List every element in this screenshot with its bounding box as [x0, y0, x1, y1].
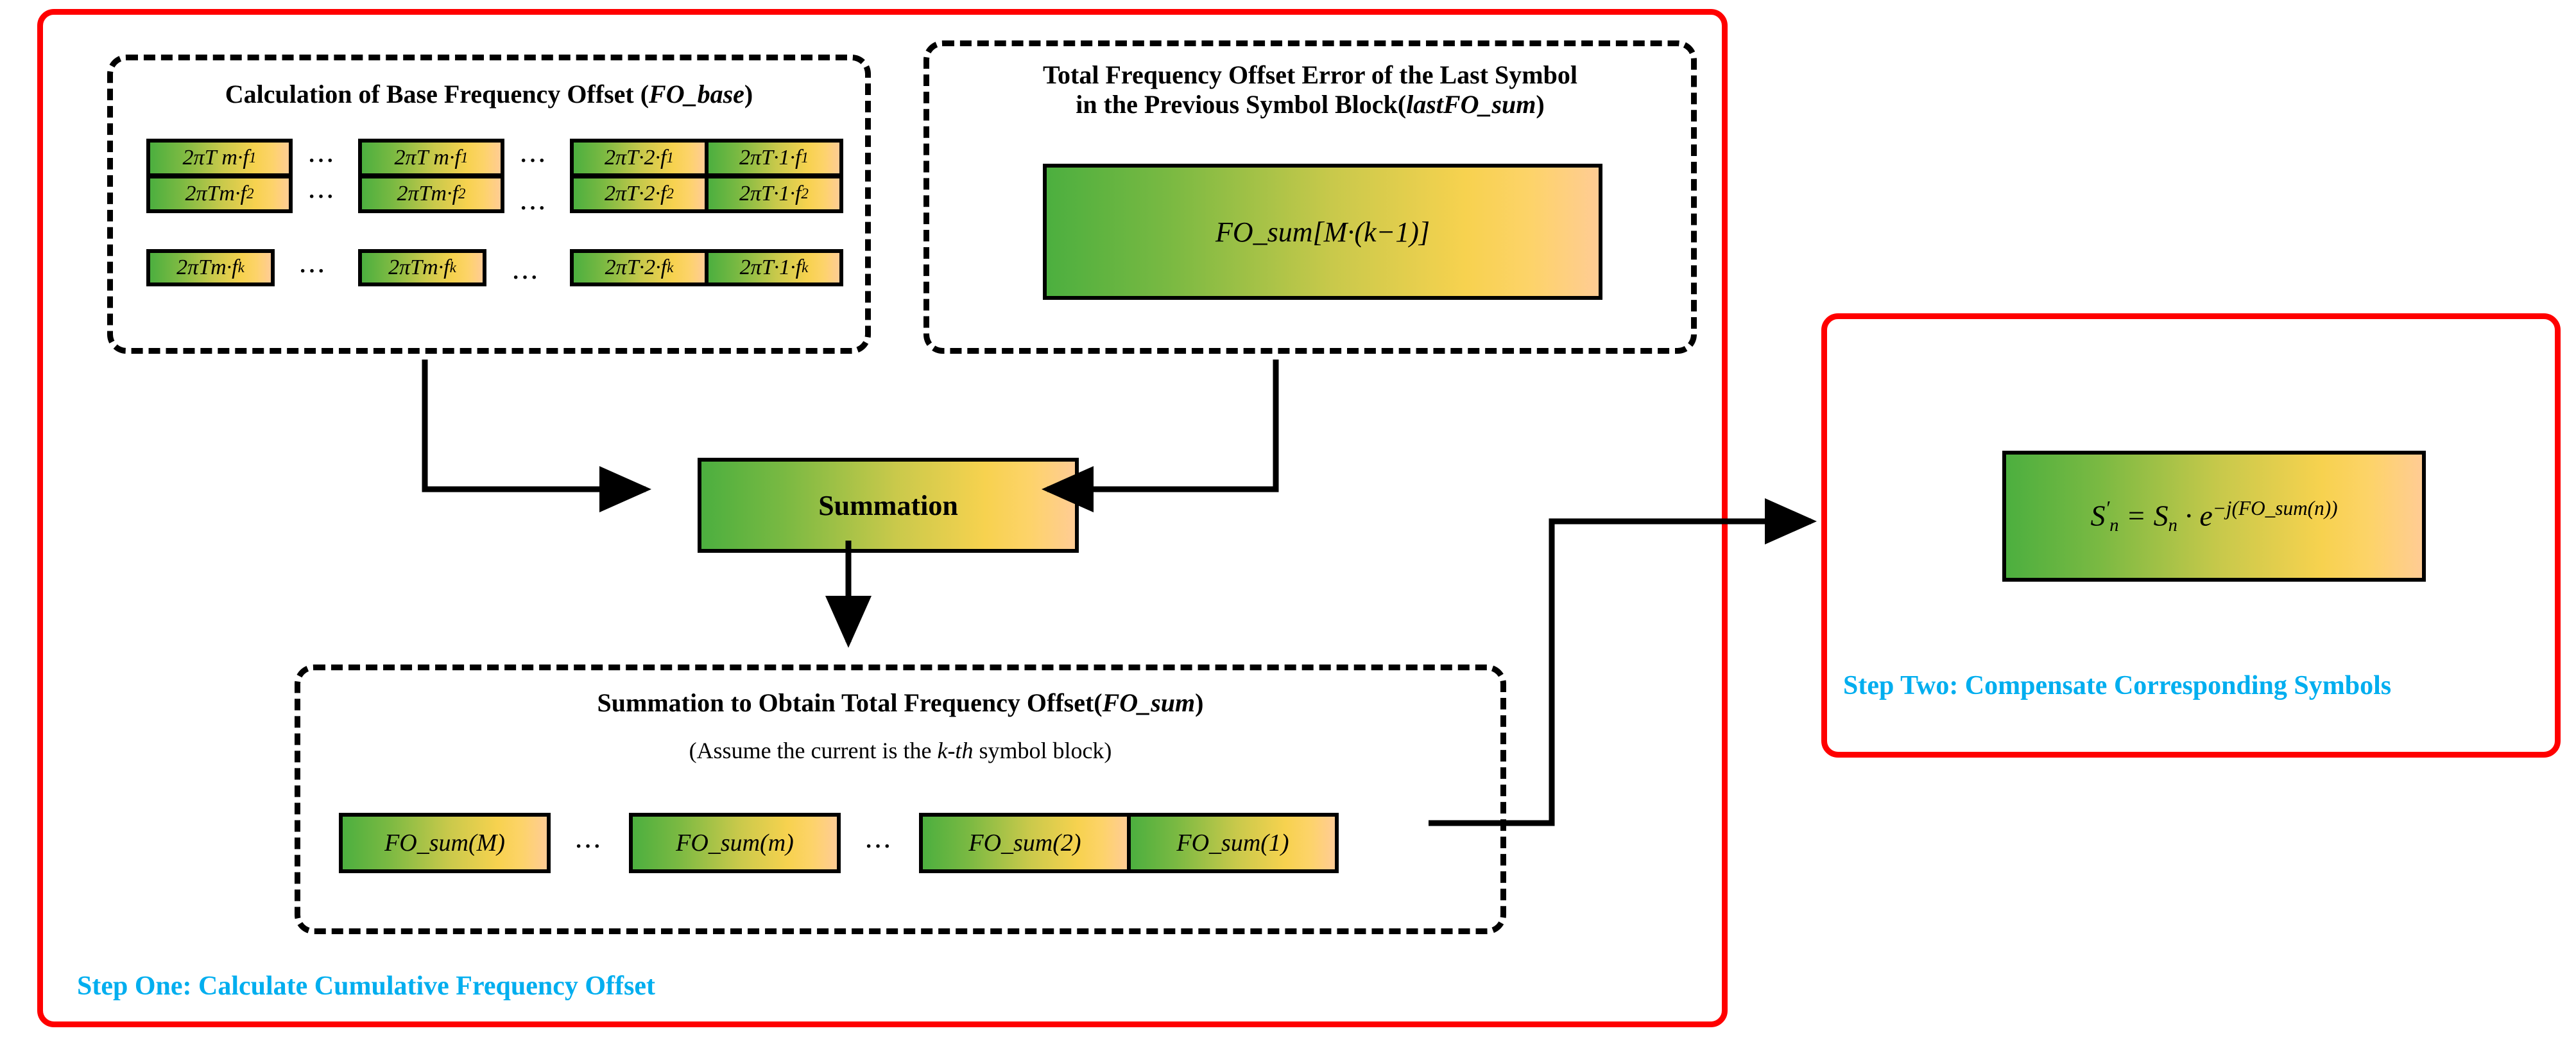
- matrix-cell-text: 2πT·1·f: [739, 146, 802, 169]
- formula-exponent: −j(FO_sum(n)): [2212, 496, 2338, 519]
- fo-sum-subtitle-post: symbol block): [973, 738, 1112, 763]
- matrix-cell-text: 2πT m·f: [394, 146, 461, 169]
- matrix-cell-sub: 2: [666, 185, 674, 202]
- step-one-panel: Calculation of Base Frequency Offset (FO…: [37, 9, 1728, 1027]
- fo-sum-title-italic: FO_sum: [1102, 688, 1196, 717]
- fo-sum-subtitle-pre: (Assume the current is the: [689, 738, 938, 763]
- formula-dot: ·: [2177, 498, 2200, 532]
- fo-sum-cell-m: FO_sum(m): [629, 813, 841, 873]
- fo-sum-cell-label: FO_sum(1): [1176, 830, 1289, 856]
- fo-sum-subtitle-italic: k-th: [937, 738, 974, 763]
- summation-label: Summation: [818, 489, 958, 521]
- fo-sum-cell-2: FO_sum(2): [919, 813, 1131, 873]
- last-fo-sum-cell-label: FO_sum[M·(k−1)]: [1215, 216, 1430, 248]
- fo-sum-subtitle: (Assume the current is the k-th symbol b…: [300, 737, 1500, 764]
- last-fo-title-line2-close: ): [1536, 90, 1545, 119]
- matrix-ellipsis-r2a: ···: [308, 185, 336, 209]
- matrix-ellipsis-r1b: ···: [520, 149, 548, 173]
- fo-base-title-plain: Calculation of Base Frequency Offset (: [225, 80, 649, 109]
- fo-sum-title-close: ): [1195, 688, 1204, 717]
- fo-sum-ellipsis-a: ···: [575, 835, 603, 858]
- fo-sum-ellipsis-b: ···: [865, 835, 893, 858]
- fo-sum-cell-1: FO_sum(1): [1127, 813, 1339, 873]
- matrix-cell-text: 2πT·2·f: [605, 146, 667, 169]
- matrix-cell-sub: k: [667, 259, 674, 276]
- fo-sum-title: Summation to Obtain Total Frequency Offs…: [300, 688, 1500, 718]
- formula-eq: =: [2118, 498, 2154, 532]
- matrix-cell-text: 2πT·1·f: [739, 256, 802, 279]
- matrix-cell-sub: k: [449, 259, 456, 276]
- matrix-cell-sub: 2: [246, 185, 254, 202]
- compensation-formula: S′n = Sn · e−j(FO_sum(n)): [2090, 497, 2337, 536]
- matrix-cell-sub: k: [802, 259, 809, 276]
- fo-base-title-italic: FO_base: [649, 80, 744, 109]
- matrix-cell-text: 2πTm·f: [388, 256, 450, 279]
- matrix-cell-text: 2πT m·f: [182, 146, 249, 169]
- step-two-caption: Step Two: Compensate Corresponding Symbo…: [1843, 671, 2392, 700]
- matrix-cell-sub: 1: [460, 149, 468, 166]
- matrix-ellipsis-r3b: ···: [512, 266, 540, 290]
- fo-sum-cell-label: FO_sum(2): [968, 830, 1081, 856]
- fo-sum-cell-row: FO_sum(M) ··· FO_sum(m) ··· FO_sum(2) FO…: [339, 813, 1481, 896]
- matrix-cell-text: 2πTm·f: [176, 256, 238, 279]
- last-fo-title-line1: Total Frequency Offset Error of the Last…: [1043, 60, 1577, 89]
- formula-e: e: [2199, 498, 2213, 532]
- fo-sum-cell-label: FO_sum(m): [676, 830, 794, 856]
- formula-lhs-sub: n: [2109, 515, 2119, 535]
- fo-base-title-close: ): [744, 80, 753, 109]
- step-one-caption: Step One: Calculate Cumulative Frequency…: [77, 971, 655, 1001]
- last-fo-title-line2-plain: in the Previous Symbol Block(: [1076, 90, 1407, 119]
- formula-prime: ′: [2105, 496, 2110, 519]
- formula-lhs: S: [2090, 498, 2106, 532]
- matrix-ellipsis-r2b: ···: [520, 196, 548, 220]
- matrix-cell-sub: 2: [801, 185, 809, 202]
- matrix-cell-sub: 1: [248, 149, 257, 166]
- last-fo-sum-cell: FO_sum[M·(k−1)]: [1043, 164, 1602, 300]
- matrix-cell-sub: 1: [801, 149, 809, 166]
- matrix-cell-text: 2πT·2·f: [605, 182, 667, 205]
- matrix-cell-sub: 2: [458, 185, 466, 202]
- matrix-cell-sub: k: [237, 259, 245, 276]
- fo-base-group: Calculation of Base Frequency Offset (FO…: [107, 55, 871, 354]
- matrix-ellipsis-r1a: ···: [308, 149, 336, 173]
- summation-box: Summation: [698, 458, 1079, 553]
- fo-sum-cell-label: FO_sum(M): [384, 830, 505, 856]
- last-fo-title-line2-italic: lastFO_sum: [1406, 90, 1536, 119]
- fo-sum-cell-M: FO_sum(M): [339, 813, 551, 873]
- compensation-formula-box: S′n = Sn · e−j(FO_sum(n)): [2002, 451, 2426, 582]
- formula-rhs-sub: n: [2168, 515, 2177, 535]
- matrix-cell-text: 2πTm·f: [397, 182, 458, 205]
- fo-base-title: Calculation of Base Frequency Offset (FO…: [113, 80, 865, 109]
- matrix-cell-text: 2πT·2·f: [605, 256, 667, 279]
- matrix-cell-text: 2πTm·f: [185, 182, 246, 205]
- matrix-cell-text: 2πT·1·f: [739, 182, 802, 205]
- formula-rhs: S: [2153, 498, 2168, 532]
- fo-sum-group: Summation to Obtain Total Frequency Offs…: [295, 665, 1506, 934]
- fo-sum-title-plain: Summation to Obtain Total Frequency Offs…: [597, 688, 1103, 717]
- matrix-cell-sub: 1: [666, 149, 674, 166]
- matrix-ellipsis-r3a: ···: [299, 259, 327, 283]
- last-fo-title: Total Frequency Offset Error of the Last…: [929, 60, 1691, 119]
